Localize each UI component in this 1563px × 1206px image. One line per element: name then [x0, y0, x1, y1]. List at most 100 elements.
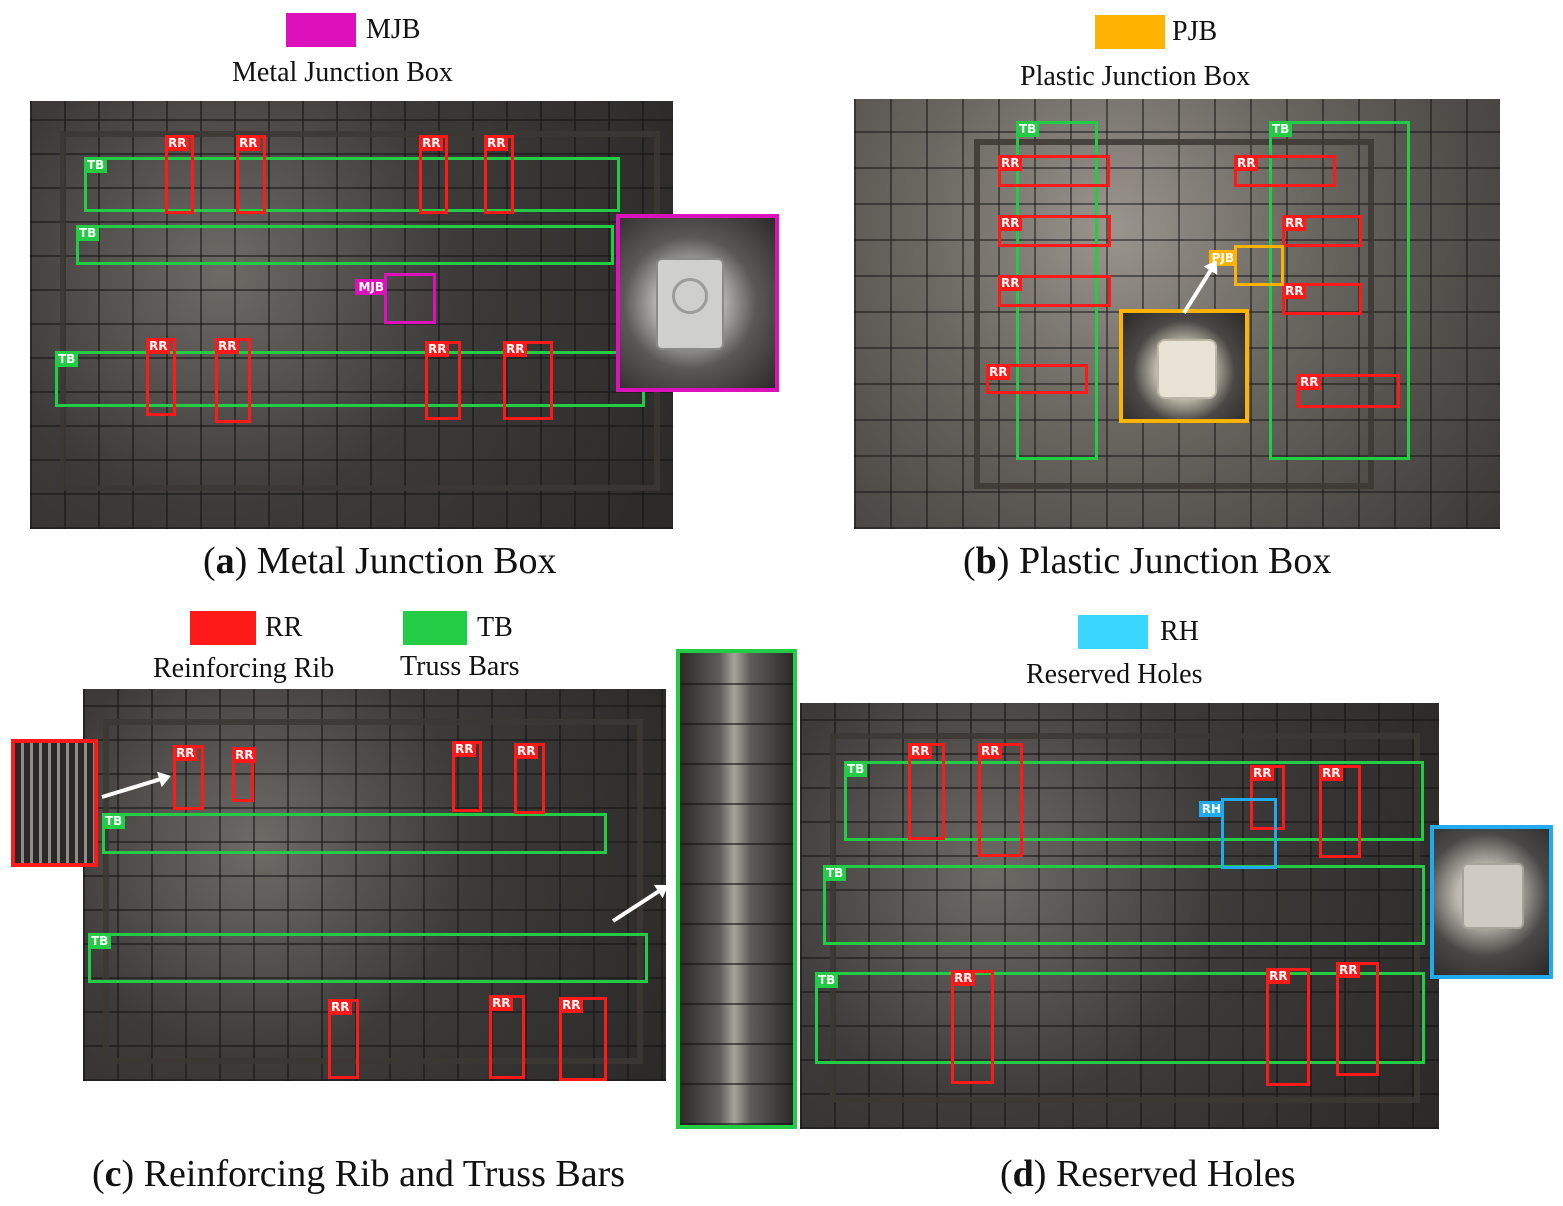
- rr-box: RR: [998, 215, 1111, 247]
- rr-box: RR: [986, 364, 1088, 394]
- rr-tag: RR: [484, 135, 509, 151]
- rr-box: RR: [146, 338, 176, 416]
- pjb-zoom-inset: [1119, 309, 1249, 423]
- rr-tag: RR: [328, 999, 353, 1015]
- rr-tag: RR: [998, 215, 1023, 231]
- rr-box: RR: [1282, 215, 1362, 247]
- metal-junction-box-shape: [656, 258, 724, 350]
- rr-tag: RR: [908, 743, 933, 759]
- rr-tag: RR: [236, 135, 261, 151]
- tb-box: TB: [815, 972, 1425, 1064]
- tb-tag: TB: [102, 813, 126, 829]
- rr-tag: RR: [452, 741, 477, 757]
- rr-tag: RR: [146, 338, 171, 354]
- rh-box: RH: [1198, 798, 1277, 869]
- tb-tag: TB: [84, 157, 108, 173]
- tb-box: TB: [102, 813, 607, 854]
- plastic-junction-box-shape: [1157, 339, 1217, 399]
- rr-tag: RR: [232, 747, 257, 763]
- tb-tag: TB: [55, 351, 79, 367]
- rr-tag: RR: [489, 995, 514, 1011]
- rr-box: RR: [978, 743, 1023, 857]
- tb-tag: TB: [815, 972, 839, 988]
- rr-tag: RR: [173, 745, 198, 761]
- caption-b-text: ) Plastic Junction Box: [996, 540, 1332, 582]
- rr-box: RR: [1319, 765, 1361, 858]
- rr-legend-swatch: [190, 611, 256, 645]
- rr-tag: RR: [1282, 283, 1307, 299]
- formwork-frame: [974, 139, 1374, 489]
- rr-tag: RR: [425, 341, 450, 357]
- caption-c-letter: c: [104, 1153, 122, 1195]
- tb-box: TB: [1269, 121, 1410, 460]
- rr-box: RR: [951, 970, 994, 1084]
- rr-tag: RR: [1266, 968, 1291, 984]
- mjb-box: MJB: [355, 273, 436, 324]
- tb-tag: TB: [76, 225, 100, 241]
- rh-legend-name: Reserved Holes: [1026, 659, 1203, 690]
- mjb-legend-swatch: [286, 13, 356, 47]
- rr-box: RR: [173, 745, 204, 810]
- rr-box: RR: [1234, 155, 1336, 187]
- rr-tag: RR: [503, 341, 528, 357]
- rh-zoom-inset: [1430, 825, 1553, 979]
- pjb-legend-swatch: [1095, 15, 1165, 49]
- rr-box: RR: [489, 995, 525, 1079]
- tb-box: TB: [55, 351, 645, 407]
- caption-b-letter: b: [975, 540, 997, 582]
- caption-c-text: ) Reinforcing Rib and Truss Bars: [121, 1153, 626, 1195]
- rr-box: RR: [559, 997, 607, 1081]
- rr-box: RR: [232, 747, 257, 802]
- formwork-frame: [103, 719, 643, 1064]
- rr-box: RR: [998, 275, 1111, 307]
- rr-legend-name: Reinforcing Rib: [153, 653, 335, 684]
- mjb-zoom-inset: [616, 214, 779, 392]
- rr-box: RR: [908, 743, 945, 840]
- rr-box: RR: [484, 135, 514, 214]
- tb-tag: TB: [844, 761, 868, 777]
- tb-tag: TB: [1016, 121, 1040, 137]
- rr-tag: RR: [1234, 155, 1259, 171]
- rr-tag: RR: [978, 743, 1003, 759]
- rr-box: RR: [425, 341, 461, 420]
- rr-tag: RR: [559, 997, 584, 1013]
- caption-d-text: ) Reserved Holes: [1033, 1153, 1296, 1195]
- rr-tag: RR: [215, 338, 240, 354]
- pjb-legend-code: PJB: [1172, 16, 1218, 47]
- caption-c: (c) Reinforcing Rib and Truss Bars: [92, 1153, 626, 1195]
- caption-d-letter: d: [1012, 1153, 1034, 1195]
- rr-zoom-inset: [11, 739, 98, 867]
- mjb-legend-name: Metal Junction Box: [232, 57, 453, 88]
- rr-box: RR: [1250, 765, 1285, 830]
- tb-box: TB: [844, 761, 1424, 841]
- rr-tag: RR: [1336, 962, 1361, 978]
- tb-zoom-inset: [676, 649, 797, 1129]
- caption-a-letter: a: [215, 540, 235, 582]
- rr-tag: RR: [1282, 215, 1307, 231]
- rr-tag: RR: [1319, 765, 1344, 781]
- tb-legend-name: Truss Bars: [400, 651, 520, 682]
- photo-b: TB TB RR RR RR RR RR RR RR RR PJB: [854, 99, 1500, 529]
- rr-tag: RR: [951, 970, 976, 986]
- reserved-hole-block-shape: [1462, 863, 1524, 929]
- rr-tag: RR: [998, 155, 1023, 171]
- rr-tag: RR: [419, 135, 444, 151]
- rr-tag: RR: [1297, 374, 1322, 390]
- rr-box: RR: [1266, 968, 1310, 1086]
- photo-a: TB TB TB RR RR RR RR RR RR RR RR MJB: [30, 101, 673, 529]
- tb-box: TB: [76, 225, 614, 265]
- rh-legend-swatch: [1078, 615, 1148, 649]
- rr-box: RR: [452, 741, 482, 812]
- rr-legend-code: RR: [265, 612, 303, 643]
- tb-tag: TB: [823, 865, 847, 881]
- rr-tag: RR: [165, 135, 190, 151]
- rr-box: RR: [165, 135, 194, 214]
- pjb-box: PJB: [1208, 245, 1284, 286]
- caption-d: (d) Reserved Holes: [1000, 1153, 1296, 1195]
- mjb-tag: MJB: [355, 279, 387, 295]
- rh-tag: RH: [1198, 801, 1224, 817]
- caption-a-text: ) Metal Junction Box: [234, 540, 557, 582]
- rr-box: RR: [1336, 962, 1379, 1076]
- tb-tag: TB: [1269, 121, 1293, 137]
- tb-tag: TB: [88, 933, 112, 949]
